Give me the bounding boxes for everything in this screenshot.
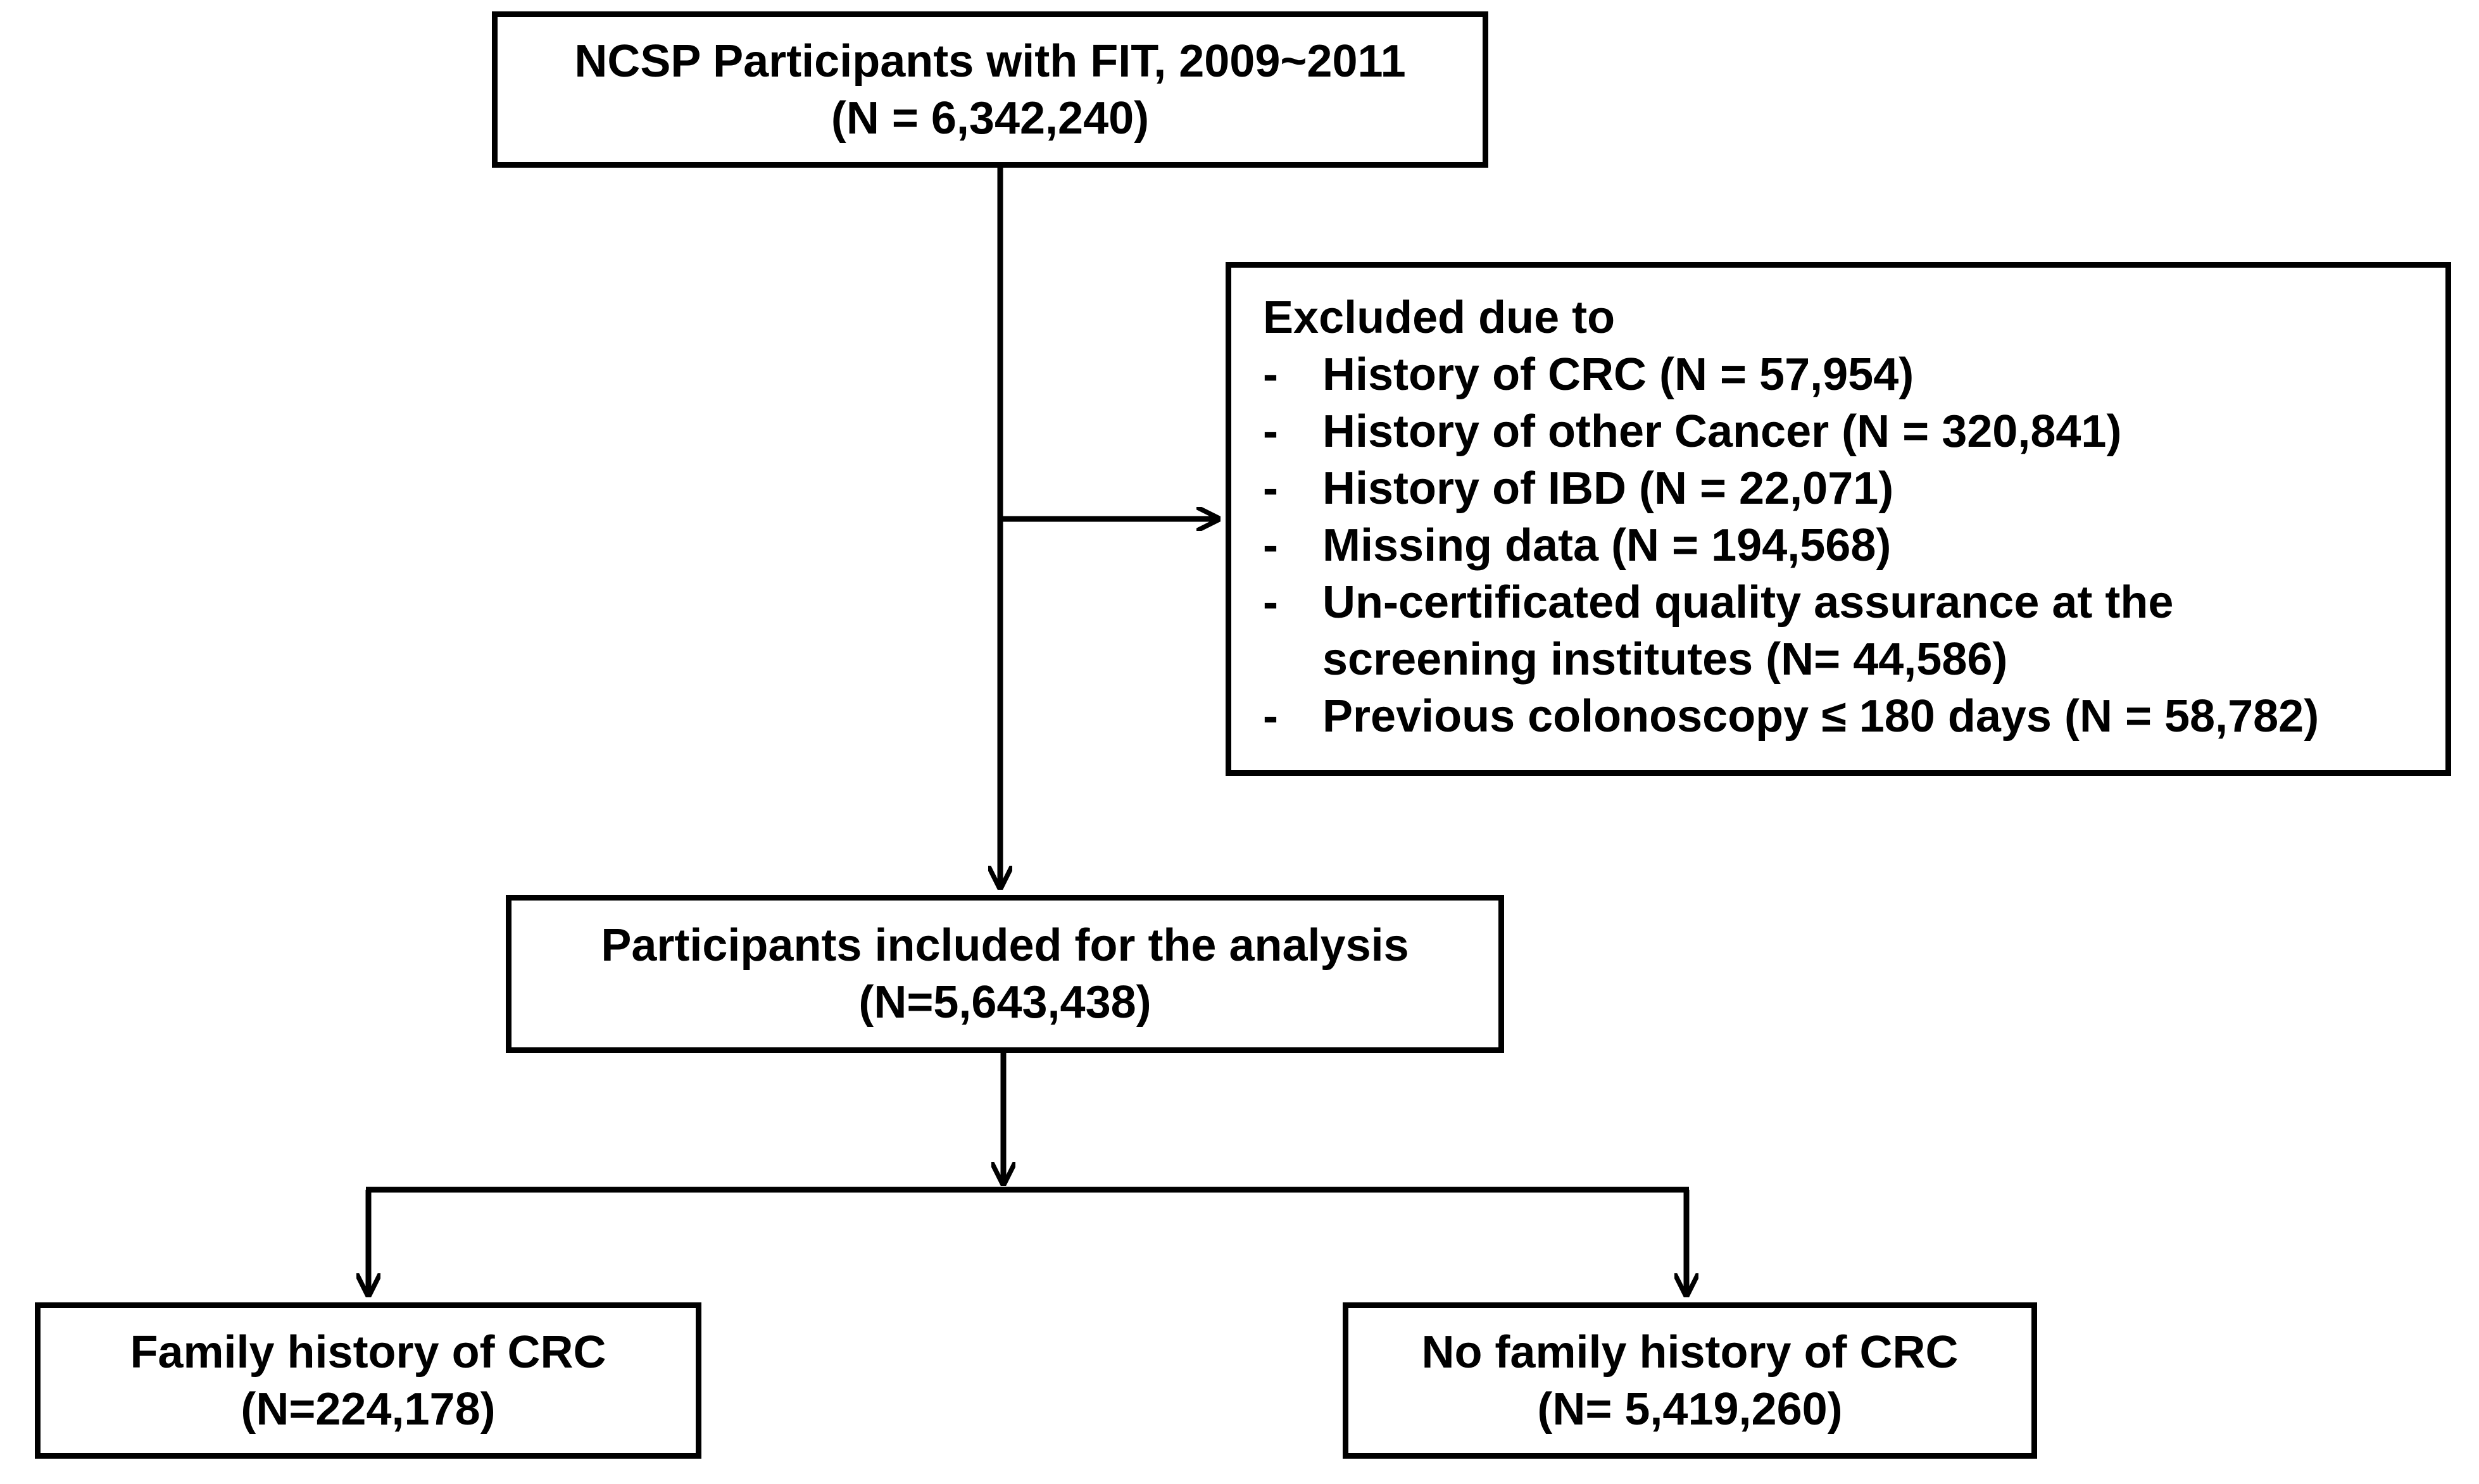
exclusion-item: - Missing data (N = 194,568) [1263,517,2445,574]
exclusion-item-text: Missing data (N = 194,568) [1322,520,1892,571]
eligible-participants-count: (N = 6,342,240) [831,92,1150,144]
exclusion-item-text: Un-certificated quality assurance at the [1322,577,2174,628]
exclusion-item-text: History of other Cancer (N = 320,841) [1322,406,2122,457]
no-family-history-box: No family history of CRC (N= 5,419,260) [1343,1302,2037,1459]
exclusion-item-text: Previous colonoscopy ≤ 180 days (N = 58,… [1322,691,2319,742]
eligible-participants-title: NCSP Participants with FIT, 2009~2011 [574,35,1406,87]
bullet-dash: - [1263,349,1278,400]
eligible-participants-box: NCSP Participants with FIT, 2009~2011 (N… [492,11,1488,168]
no-family-history-title: No family history of CRC [1421,1326,1959,1378]
included-participants-count: (N=5,643,438) [858,977,1152,1028]
exclusion-item-text: History of IBD (N = 22,071) [1322,463,1894,514]
family-history-title: Family history of CRC [130,1326,606,1378]
exclusion-item: - History of other Cancer (N = 320,841) [1263,403,2445,460]
family-history-box: Family history of CRC (N=224,178) [35,1302,701,1459]
exclusion-list: - History of CRC (N = 57,954) - History … [1263,346,2445,745]
bullet-dash: - [1263,691,1278,742]
family-history-count: (N=224,178) [241,1383,496,1435]
exclusion-item: - History of CRC (N = 57,954) [1263,346,2445,403]
exclusion-item: - Un-certificated quality assurance at t… [1263,574,2445,688]
bullet-dash: - [1263,406,1278,457]
exclusion-item: - History of IBD (N = 22,071) [1263,460,2445,517]
included-participants-box: Participants included for the analysis (… [506,895,1504,1053]
bullet-dash: - [1263,463,1278,514]
no-family-history-count: (N= 5,419,260) [1537,1383,1843,1435]
exclusion-heading: Excluded due to [1263,292,1616,343]
bullet-dash: - [1263,520,1278,571]
bullet-dash: - [1263,577,1278,628]
exclusion-item-text-continued: screening institutes (N= 44,586) [1322,634,2008,685]
exclusion-item-text: History of CRC (N = 57,954) [1322,349,1914,400]
exclusion-box: Excluded due to - History of CRC (N = 57… [1226,262,2451,776]
included-participants-title: Participants included for the analysis [601,920,1409,971]
exclusion-item: - Previous colonoscopy ≤ 180 days (N = 5… [1263,688,2445,745]
